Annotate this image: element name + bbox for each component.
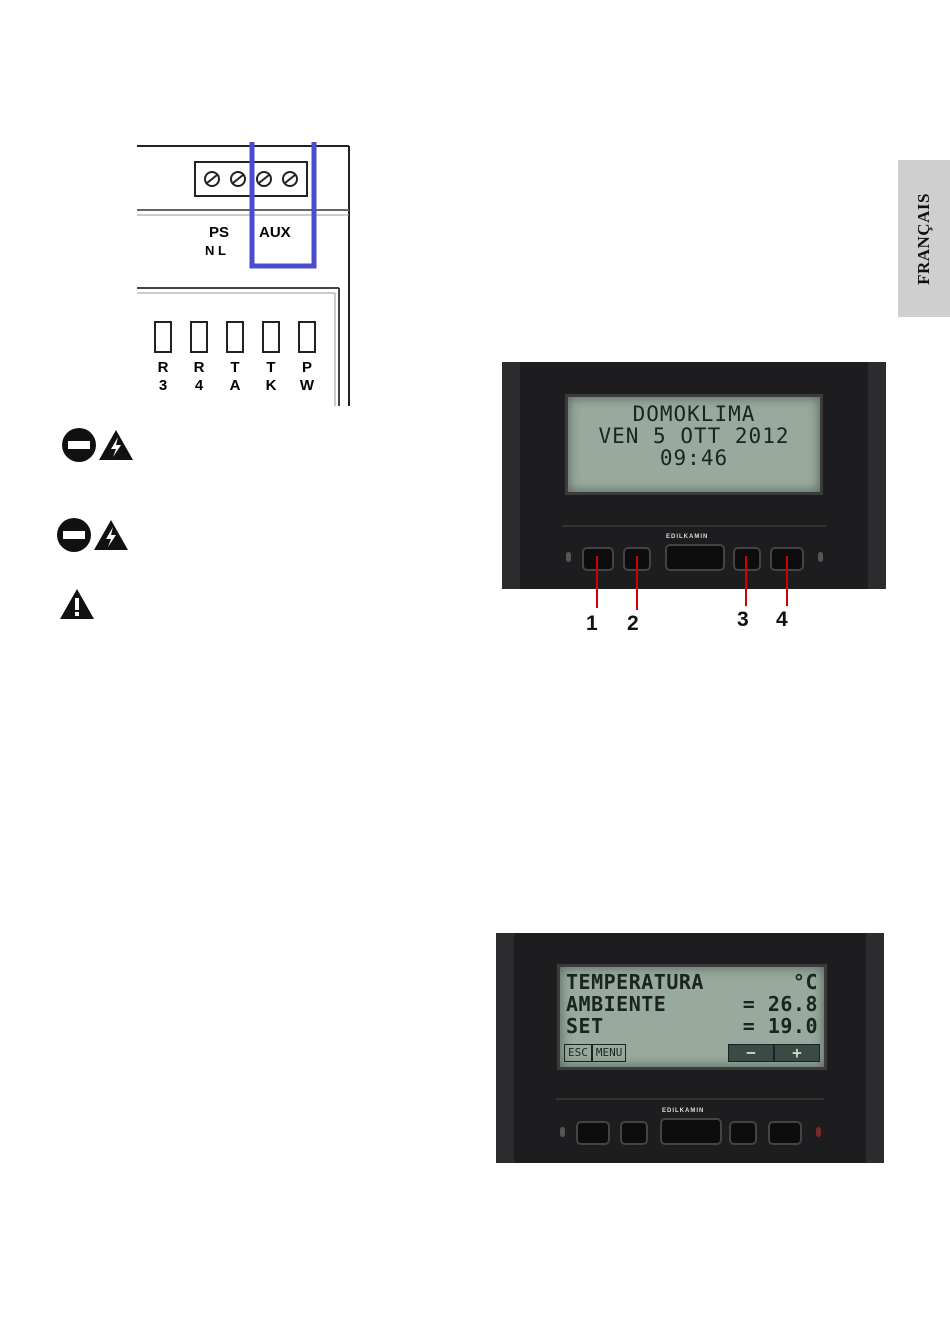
softkey-menu: MENU (592, 1044, 627, 1062)
relay-contact-3 (263, 322, 279, 352)
relay-contact-1 (191, 322, 207, 352)
button-number-1: 1 (586, 612, 598, 636)
nl-label: N L (205, 243, 226, 258)
relay-label-bottom: A (230, 377, 241, 394)
relay-label-top: R (194, 359, 205, 376)
relay-contact-2 (227, 322, 243, 352)
warning-group-2 (57, 518, 129, 552)
button-number-3: 3 (737, 608, 749, 632)
relay-label-bottom: W (300, 377, 315, 394)
leader-line-1 (596, 556, 598, 608)
panel2-center-button[interactable] (660, 1118, 722, 1145)
softkey-minus: − (728, 1044, 774, 1062)
relay-label-top: R (158, 359, 169, 376)
warning-icon (59, 588, 95, 620)
relay-label-bottom: 4 (195, 377, 204, 394)
electric-hazard-icon (93, 519, 129, 551)
lcd-line-2: VEN 5 OTT 2012 (568, 425, 820, 447)
softkey-bar: ESC MENU − + (564, 1044, 820, 1062)
button-number-2: 2 (627, 612, 639, 636)
electric-hazard-icon (98, 429, 134, 461)
panel2-button-1[interactable] (576, 1121, 610, 1145)
relay-contact-4 (299, 322, 315, 352)
relay-label-top: T (230, 359, 239, 376)
leader-line-2 (636, 556, 638, 610)
ps-label: PS (209, 224, 229, 241)
softkey-esc: ESC (564, 1044, 592, 1062)
lcd-line-1: DOMOKLIMA (568, 403, 820, 425)
lcd-row-3: SET= 19.0 (560, 1015, 824, 1037)
language-tab: FRANÇAIS (898, 160, 950, 317)
lcd-screen-1: DOMOKLIMA VEN 5 OTT 2012 09:46 (565, 394, 823, 495)
brand-logo-2: EDILKAMIN (662, 1108, 704, 1114)
relay-contact-0 (155, 322, 171, 352)
lcd-line-3: 09:46 (568, 447, 820, 469)
panel1-button-3[interactable] (733, 547, 761, 571)
language-tab-label: FRANÇAIS (914, 193, 934, 285)
aux-label: AUX (259, 224, 291, 241)
brand-logo: EDILKAMIN (666, 534, 708, 540)
aux-highlight-frame (252, 142, 314, 266)
panel2-button-3[interactable] (729, 1121, 757, 1145)
relay-label-top: P (302, 359, 312, 376)
leader-line-3 (745, 556, 747, 606)
leader-line-4 (786, 556, 788, 606)
lcd-row-1: TEMPERATURA°C (560, 971, 824, 993)
button-number-4: 4 (776, 608, 788, 632)
relay-label-top: T (266, 359, 275, 376)
lcd-screen-2: TEMPERATURA°C AMBIENTE= 26.8 SET= 19.0 E… (557, 964, 827, 1070)
control-panel-2: TEMPERATURA°C AMBIENTE= 26.8 SET= 19.0 E… (496, 933, 884, 1163)
relay-label-bottom: 3 (159, 377, 167, 394)
panel2-button-2[interactable] (620, 1121, 648, 1145)
warning-group-3 (59, 588, 95, 620)
no-entry-icon (62, 428, 96, 462)
control-panel-1: DOMOKLIMA VEN 5 OTT 2012 09:46 EDILKAMIN (502, 362, 886, 589)
panel2-button-4[interactable] (768, 1121, 802, 1145)
softkey-plus: + (774, 1044, 820, 1062)
panel1-center-button[interactable] (665, 544, 725, 571)
no-entry-icon (57, 518, 91, 552)
panel1-button-1[interactable] (582, 547, 614, 571)
lcd-row-2: AMBIENTE= 26.8 (560, 993, 824, 1015)
warning-group-1 (62, 428, 134, 462)
relay-label-bottom: K (266, 377, 277, 394)
